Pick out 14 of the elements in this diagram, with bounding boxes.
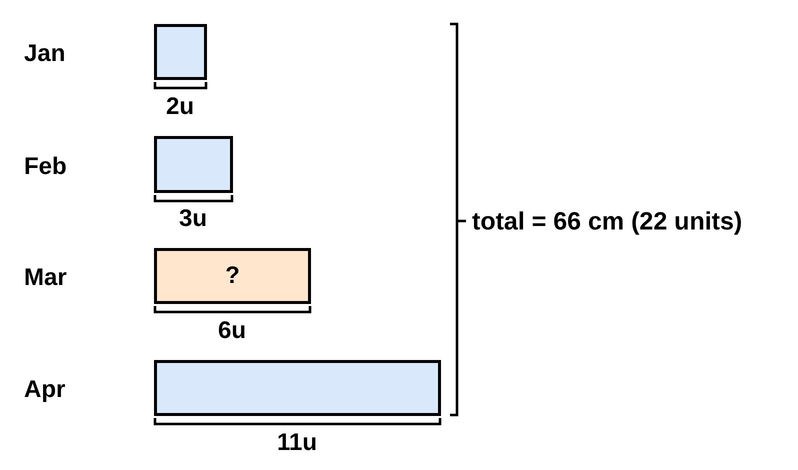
dimension-label: 3u [179,205,207,233]
unit-bar [154,360,441,416]
unit-bar [154,24,207,80]
unit-bar [154,136,233,193]
dimension-label: 11u [276,429,318,457]
dimension-label: 6u [218,317,246,345]
unknown-value: ? [225,262,240,290]
row-label: Mar [24,264,67,292]
total-label: total = 66 cm (22 units) [472,208,742,236]
row-label: Jan [24,40,66,68]
unit-bar [154,248,311,304]
dimension-label: 2u [166,93,194,121]
row-label: Apr [24,376,66,404]
row-label: Feb [24,152,67,180]
